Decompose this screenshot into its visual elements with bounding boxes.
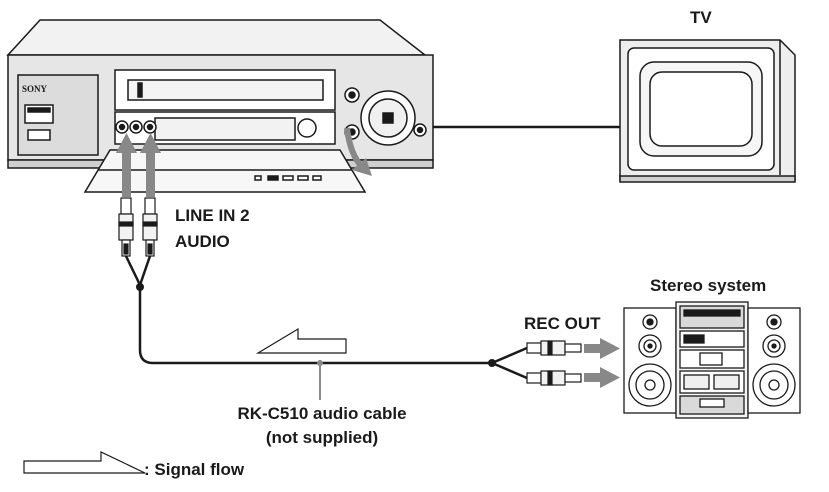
cable-label-line2: (not supplied): [265, 428, 379, 447]
stereo-system-label: Stereo system: [650, 276, 767, 295]
cable-callout-dot: [317, 360, 323, 366]
stereo-unit: [623, 301, 801, 419]
line-in-label: LINE IN 2: [175, 206, 250, 225]
insert-arrows: [116, 133, 161, 197]
rca-plugs-vcr: [118, 197, 158, 257]
door-open-arrowhead: [352, 158, 372, 176]
cable-label-line1: RK-C510 audio cable: [237, 404, 407, 423]
rec-out-label: REC OUT: [524, 314, 601, 333]
cable-junction-left: [136, 283, 144, 291]
audio-label: AUDIO: [175, 232, 230, 251]
cable-junction-right: [488, 359, 496, 367]
stereo-insert-arrows: [584, 338, 620, 388]
legend-signal-flow-icon: [23, 451, 146, 474]
audio-cable: [124, 255, 528, 380]
vcr-brand-logo: SONY: [22, 84, 48, 94]
vcr-unit: [6, 19, 434, 193]
cable-label: RK-C510 audio cable (not supplied): [232, 404, 412, 448]
rca-plugs-stereo: [526, 340, 582, 386]
legend-label: : Signal flow: [144, 460, 245, 479]
signal-flow-arrow: [255, 327, 347, 354]
tv-label: TV: [690, 8, 712, 27]
tv-unit: [619, 39, 796, 183]
